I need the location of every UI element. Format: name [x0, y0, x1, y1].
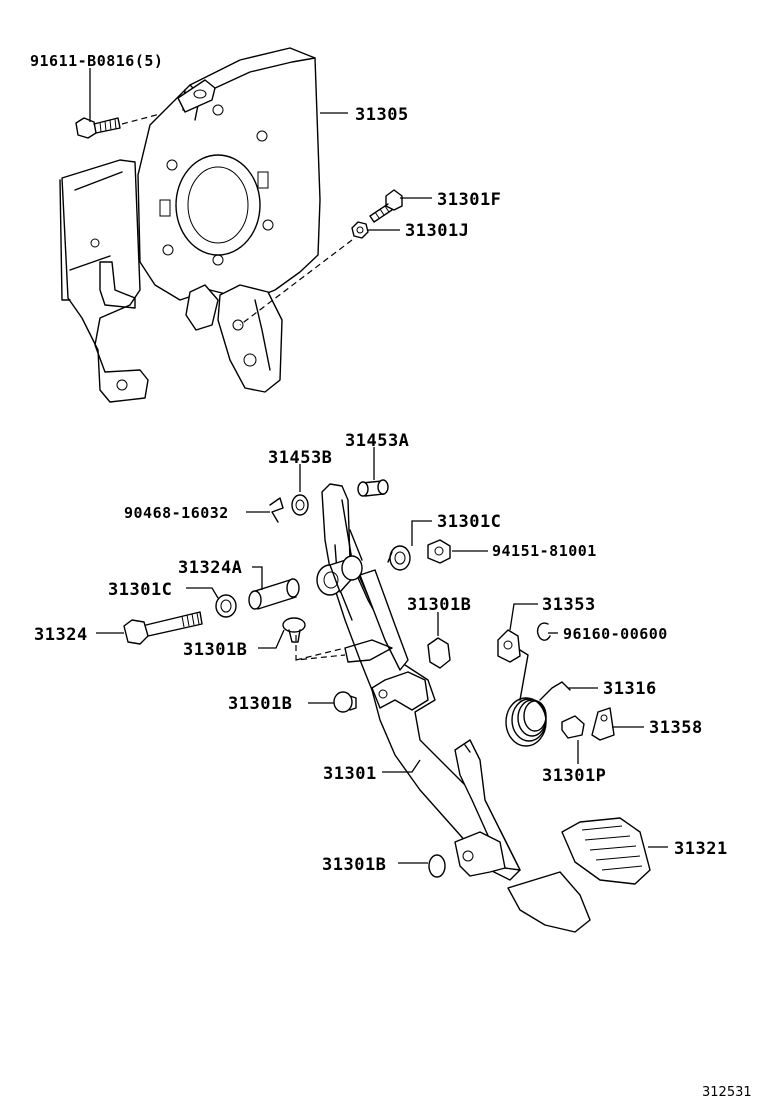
label-bush-31301c-left: 31301C: [108, 580, 172, 600]
collar-31453a-drawing: [357, 479, 389, 497]
pad-31321-drawing: [561, 817, 651, 885]
label-bolt-91611: 91611-B0816(5): [30, 52, 163, 70]
pedal-bracket-drawing: [59, 47, 321, 403]
bolt-31301f-drawing: [369, 189, 403, 223]
bush-31301c-right-drawing: [387, 545, 411, 571]
diagram-reference-number: 312531: [702, 1085, 752, 1100]
label-nut-31301j: 31301J: [405, 221, 469, 241]
label-nut-94151: 94151-81001: [492, 542, 597, 560]
label-pad-31321: 31321: [674, 839, 728, 859]
label-clip-31358: 31358: [649, 718, 703, 738]
label-stopper-31301b-mid: 31301B: [183, 640, 247, 660]
label-cushion-31353: 31353: [542, 595, 596, 615]
label-ring-96160: 96160-00600: [563, 625, 668, 643]
label-bolt-31324: 31324: [34, 625, 88, 645]
label-clip-90468: 90468-16032: [124, 504, 229, 522]
collar-31453b-drawing: [291, 494, 309, 516]
spring-31316-drawing: [505, 649, 571, 747]
label-stopper-31301b-lower: 31301B: [228, 694, 292, 714]
label-bush-31301p: 31301P: [542, 766, 606, 786]
stopper-31301b-mid-drawing: [282, 617, 306, 643]
nut-31301j-drawing: [239, 221, 369, 326]
stopper-31301b-bottom-drawing: [428, 854, 446, 878]
bush-31301p-drawing: [561, 715, 585, 739]
label-spring-31316: 31316: [603, 679, 657, 699]
label-pedal-31301: 31301: [323, 764, 377, 784]
ring-96160-drawing: [536, 622, 551, 641]
bolt-91611-drawing: [75, 113, 161, 139]
bolt-31324-drawing: [123, 611, 203, 645]
label-pipe-31324a: 31324A: [178, 558, 242, 578]
pipe-31324a-drawing: [248, 578, 300, 610]
bush-31301c-left-drawing: [215, 594, 237, 618]
stopper-31301b-lower-drawing: [333, 691, 357, 713]
clip-90468-drawing: [269, 497, 284, 523]
label-stopper-31301b-right: 31301B: [407, 595, 471, 615]
label-bush-31301c-right: 31301C: [437, 512, 501, 532]
pedal-arm-drawing: [316, 483, 591, 933]
pedal-dash-guide: [295, 635, 346, 661]
label-collar-31453b: 31453B: [268, 448, 332, 468]
leader-lines: [89, 68, 668, 864]
cushion-31353-drawing: [497, 629, 521, 663]
label-collar-31453a: 31453A: [345, 431, 409, 451]
stopper-31301b-right-drawing: [427, 637, 451, 669]
label-bolt-31301f: 31301F: [437, 190, 501, 210]
label-bracket-31305: 31305: [355, 105, 409, 125]
clip-31358-drawing: [591, 707, 615, 741]
nut-94151-drawing: [427, 539, 451, 564]
label-stopper-31301b-bottom: 31301B: [322, 855, 386, 875]
